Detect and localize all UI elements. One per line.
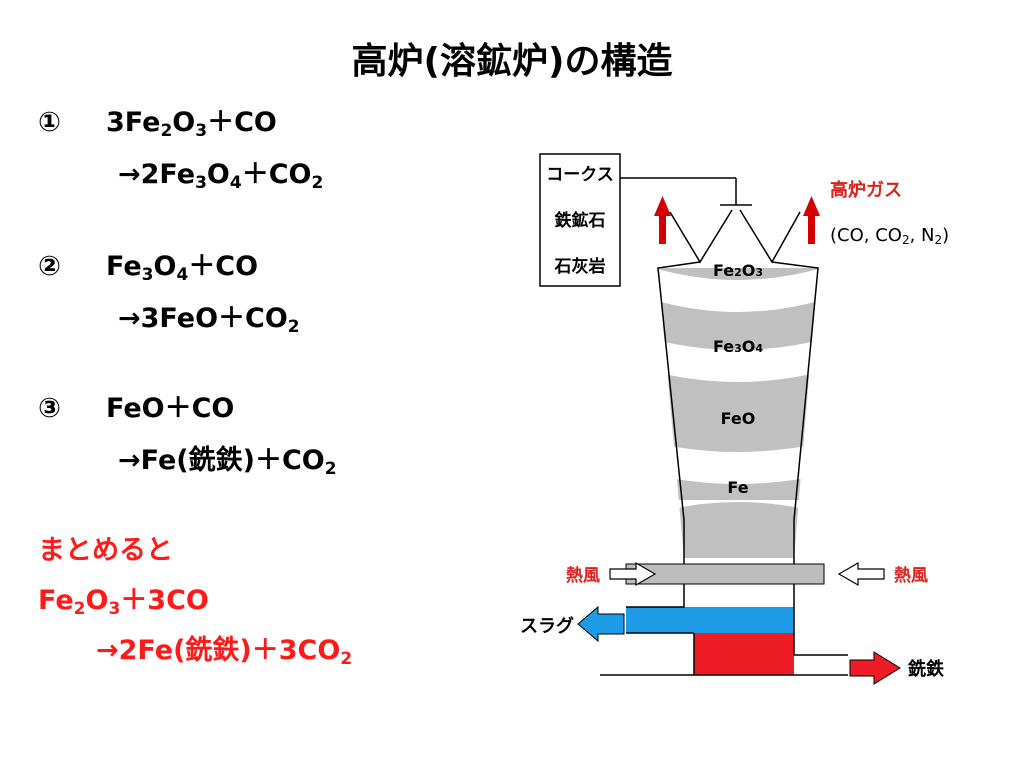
gas-arrow-icon: [654, 196, 671, 244]
hot-air-right-label: 熱風: [894, 565, 928, 586]
hot-air-arrow-icon: [837, 561, 885, 587]
equation-text: →Fe(銑鉄)＋CO: [118, 445, 325, 476]
subscript: 3: [108, 599, 121, 619]
subscript: 2: [324, 459, 337, 479]
equation-text: 3Fe: [106, 107, 161, 138]
equation-text: ＋3CO: [120, 585, 209, 616]
equation-3-number: ③: [38, 393, 61, 424]
input-coke-label: コークス: [546, 165, 614, 185]
equation-1-line-2: →2Fe3O4＋CO2: [118, 158, 323, 192]
slag-label: スラグ: [520, 615, 574, 637]
hot-air-left-label: 熱風: [566, 565, 600, 586]
taphole-wall: [793, 584, 848, 656]
hot-air-arrow-icon: [609, 561, 657, 587]
subscript: 2: [73, 599, 86, 619]
zone-gap: [654, 268, 822, 312]
zone-label-fe3o4: Fe3O4: [713, 337, 763, 356]
equation-text: O: [206, 159, 230, 190]
furnace-shaft: [658, 268, 818, 558]
pig-iron-label: 銑鉄: [907, 658, 944, 680]
equation-text: →3FeO＋CO: [118, 303, 288, 334]
pig-iron-arrow-icon: [849, 651, 901, 685]
zone-label-fe: Fe: [727, 478, 748, 497]
equation-1-number: ①: [38, 107, 61, 138]
slag-arrow-icon: [577, 605, 625, 643]
gas-arrow-icon: [803, 196, 820, 244]
gas-composition-label: (CO, CO2, N2): [830, 225, 949, 247]
summary-heading: まとめると: [38, 535, 173, 566]
equation-text: FeO＋CO: [106, 393, 235, 424]
equation-text: Fe: [106, 251, 142, 282]
equation-text: O: [85, 585, 109, 616]
input-materials-box: [539, 153, 621, 287]
equation-1-line-1: ① 3Fe2O3＋CO: [38, 106, 277, 140]
equation-text: ＋CO: [207, 107, 277, 138]
input-iron-ore-label: 鉄鉱石: [555, 210, 606, 231]
zone-gap: [642, 440, 834, 484]
equation-text: →2Fe(銑鉄)＋3CO: [96, 635, 341, 666]
pig-iron-layer: [694, 633, 794, 675]
page-title: 高炉(溶鉱炉)の構造: [351, 41, 673, 82]
equation-3-line-1: ③ FeO＋CO: [38, 392, 234, 426]
subscript: 2: [287, 317, 300, 337]
equation-text: ＋CO: [188, 251, 259, 282]
zone-gap: [648, 338, 828, 382]
zone-gap: [632, 500, 844, 520]
hopper-right: [739, 209, 801, 264]
subscript: 3: [195, 173, 207, 193]
furnace-wall-left: [657, 261, 701, 564]
summary-line-2: →2Fe(銑鉄)＋3CO2: [96, 634, 352, 668]
subscript: 4: [176, 265, 189, 285]
equation-3-line-2: →Fe(銑鉄)＋CO2: [118, 444, 337, 478]
zone-label-feo: FeO: [721, 409, 756, 428]
zone-label-fe2o3: Fe2O3: [713, 261, 763, 280]
equation-2-line-1: ② Fe3O4＋CO: [38, 250, 258, 284]
furnace-wall-right: [771, 261, 819, 564]
slag-layer: [626, 607, 794, 633]
subscript: 4: [229, 173, 242, 193]
equation-text: →2Fe: [118, 159, 196, 190]
subscript: 2: [311, 173, 324, 193]
equation-2-line-2: →3FeO＋CO2: [118, 302, 300, 336]
blast-furnace-gas-label: 高炉ガス: [830, 179, 902, 201]
equation-text: ＋CO: [241, 159, 312, 190]
subscript: 3: [195, 121, 208, 141]
equation-text: O: [172, 107, 196, 138]
equation-text: Fe: [38, 585, 74, 616]
hopper-left: [669, 209, 733, 264]
input-limestone-label: 石灰岩: [554, 256, 606, 277]
subscript: 2: [340, 649, 353, 669]
equation-text: O: [153, 251, 177, 282]
equation-2-number: ②: [38, 251, 61, 282]
subscript: 3: [141, 265, 154, 285]
hearth-wall-left: [626, 584, 685, 608]
summary-line-1: Fe2O3＋3CO: [38, 584, 209, 618]
subscript: 2: [160, 121, 173, 141]
